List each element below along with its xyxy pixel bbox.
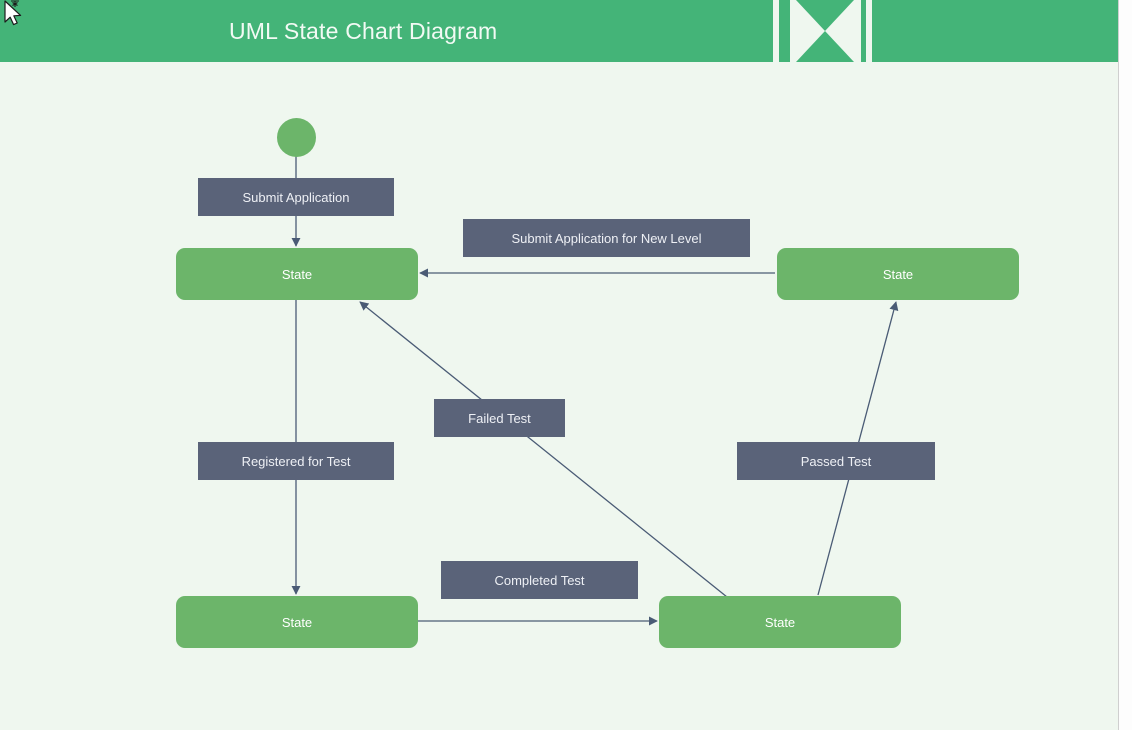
state-node-3[interactable]: State <box>176 596 418 648</box>
header-divider-bar-3 <box>855 0 861 62</box>
state-node-1[interactable]: State <box>176 248 418 300</box>
diagram-edges <box>291 155 899 626</box>
state-node-2[interactable]: State <box>777 248 1019 300</box>
header-divider-bar-1 <box>773 0 779 62</box>
start-node[interactable] <box>277 118 316 157</box>
transition-label-failed-test[interactable]: Failed Test <box>434 399 565 437</box>
header-divider-bar-2 <box>790 0 796 62</box>
transition-label-submit-application-new-level[interactable]: Submit Application for New Level <box>463 219 750 257</box>
bowtie-bottom-triangle <box>796 31 854 62</box>
bowtie-motif-icon <box>796 0 855 62</box>
app-header: UML State Chart Diagram <box>0 0 1118 62</box>
transition-label-submit-application[interactable]: Submit Application <box>198 178 394 216</box>
header-divider-bar-4 <box>866 0 872 62</box>
vertical-scrollbar[interactable] <box>1118 0 1132 730</box>
page-title: UML State Chart Diagram <box>229 18 498 44</box>
state-node-4[interactable]: State <box>659 596 901 648</box>
transition-label-passed-test[interactable]: Passed Test <box>737 442 935 480</box>
diagram-canvas[interactable]: Submit Application Submit Application fo… <box>0 62 1118 730</box>
edge-state4-to-state1 <box>359 301 728 598</box>
transition-label-registered-for-test[interactable]: Registered for Test <box>198 442 394 480</box>
transition-label-completed-test[interactable]: Completed Test <box>441 561 638 599</box>
bowtie-top-triangle <box>796 0 854 31</box>
